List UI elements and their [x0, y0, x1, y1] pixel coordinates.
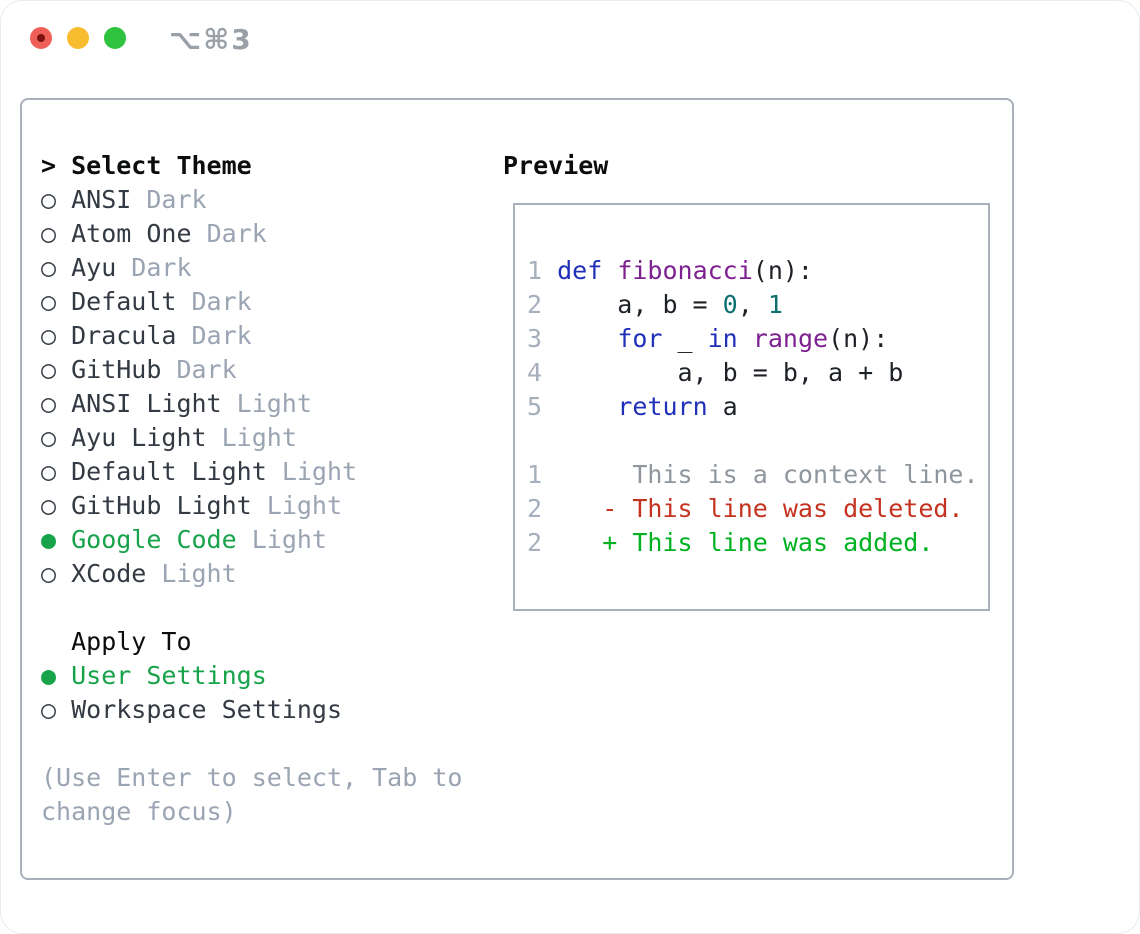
help-text-line2: change focus)	[41, 797, 237, 826]
close-button-icon[interactable]	[30, 27, 52, 49]
diff-added-line: 2 + This line was added.	[527, 528, 934, 557]
diff-deleted-line: 2 - This line was deleted.	[527, 494, 964, 523]
code-line: 3 for _ in range(n):	[527, 324, 889, 353]
focus-caret-icon: >	[41, 151, 57, 180]
spacer	[41, 591, 462, 625]
radio-icon: ○	[41, 253, 57, 282]
radio-icon: ○	[41, 185, 57, 214]
spacer	[41, 727, 462, 761]
spacer	[527, 424, 988, 458]
code-line: 5 return a	[527, 392, 738, 421]
radio-icon: ○	[41, 457, 57, 486]
diff-context-line: 1 This is a context line.	[527, 460, 979, 489]
select-theme-header: > Select Theme	[41, 149, 462, 183]
radio-icon: ○	[41, 423, 57, 452]
apply-option-user-settings[interactable]: ●User Settings	[41, 659, 462, 693]
radio-selected-icon: ●	[41, 661, 57, 690]
preview-title: Preview	[503, 151, 609, 180]
radio-icon: ○	[41, 491, 57, 520]
radio-icon: ○	[41, 287, 57, 316]
radio-selected-icon: ●	[41, 525, 57, 554]
radio-icon: ○	[41, 559, 57, 588]
code-line: 2 a, b = 0, 1	[527, 290, 783, 319]
titlebar: ⌥⌘3	[1, 1, 1139, 76]
maximize-button-icon[interactable]	[104, 27, 126, 49]
radio-icon: ○	[41, 355, 57, 384]
help-text-line1: (Use Enter to select, Tab to	[41, 763, 463, 792]
radio-icon: ○	[41, 321, 57, 350]
radio-icon: ○	[41, 219, 57, 248]
code-line: 4 a, b = b, a + b	[527, 358, 904, 387]
apply-to-header: Apply To	[71, 627, 192, 656]
apply-option-workspace-settings[interactable]: ○Workspace Settings	[41, 693, 462, 727]
select-theme-title: Select Theme	[71, 151, 252, 180]
window-title: ⌥⌘3	[169, 23, 253, 56]
radio-icon: ○	[41, 695, 57, 724]
minimize-button-icon[interactable]	[67, 27, 89, 49]
radio-icon: ○	[41, 389, 57, 418]
